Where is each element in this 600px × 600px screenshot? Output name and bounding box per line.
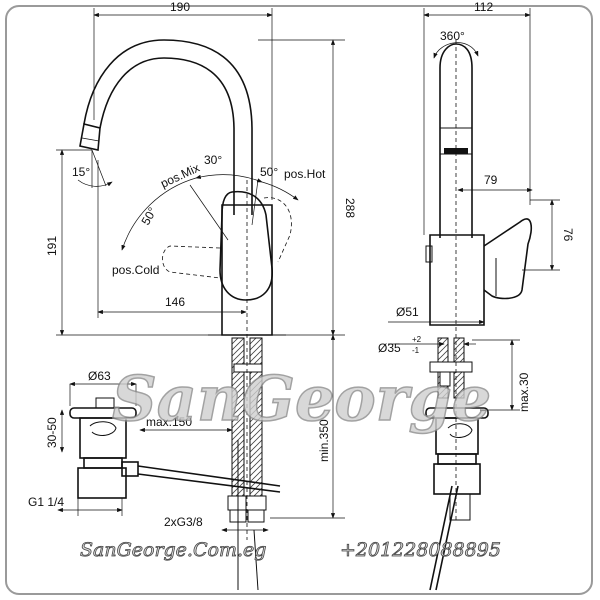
watermark-text: SanGeorge — [112, 362, 491, 435]
dim-146: 146 — [165, 295, 185, 309]
dim-waste-d63: Ø63 — [88, 369, 111, 383]
label-pos-hot: pos.Hot — [284, 167, 326, 181]
footer-phone: +201228088895 — [340, 539, 501, 561]
dim-min-350: min.350 — [317, 419, 331, 462]
dim-waste-30-50: 30-50 — [45, 417, 59, 448]
dim-max-150: max.150 — [146, 415, 192, 429]
dim-thread-g1: G1 1/4 — [28, 495, 64, 509]
drawing-frame — [5, 5, 593, 595]
dim-angle-50-hot: 50° — [260, 165, 278, 179]
side-view-dimensions — [388, 8, 560, 520]
dim-79: 79 — [484, 173, 498, 187]
dim-rotation: 360° — [440, 29, 465, 43]
label-pos-mix: pos.Mix — [158, 161, 201, 191]
dim-max-30: max.30 — [517, 372, 531, 412]
dim-angle-50-cold: 50° — [138, 205, 159, 228]
dim-288: 288 — [343, 198, 357, 218]
dim-hole-tol-plus: +2 — [412, 335, 422, 344]
dim-190: 190 — [170, 0, 190, 14]
dim-angle-30: 30° — [204, 153, 222, 167]
dim-hoses: 2xG3/8 — [164, 515, 203, 529]
dim-angle-15: 15° — [72, 165, 90, 179]
dim-hole-d35: Ø35 — [378, 341, 401, 355]
front-view-hoses — [227, 337, 267, 591]
dim-base-d51: Ø51 — [396, 305, 419, 319]
label-pos-cold: pos.Cold — [112, 263, 159, 277]
side-view-faucet — [425, 43, 533, 591]
dimension-labels: 190 112 360° 15° pos.Mix 30° 50° pos.Hot… — [28, 0, 575, 529]
footer-website: SanGeorge.Com.eg — [80, 539, 266, 561]
dim-191: 191 — [45, 236, 59, 256]
dim-112: 112 — [474, 0, 493, 14]
front-view-dimensions — [56, 8, 345, 540]
dim-hole-tol-minus: -1 — [412, 346, 420, 355]
front-view-waste — [69, 397, 281, 499]
dim-76: 76 — [561, 228, 575, 242]
front-view-faucet — [79, 39, 292, 336]
